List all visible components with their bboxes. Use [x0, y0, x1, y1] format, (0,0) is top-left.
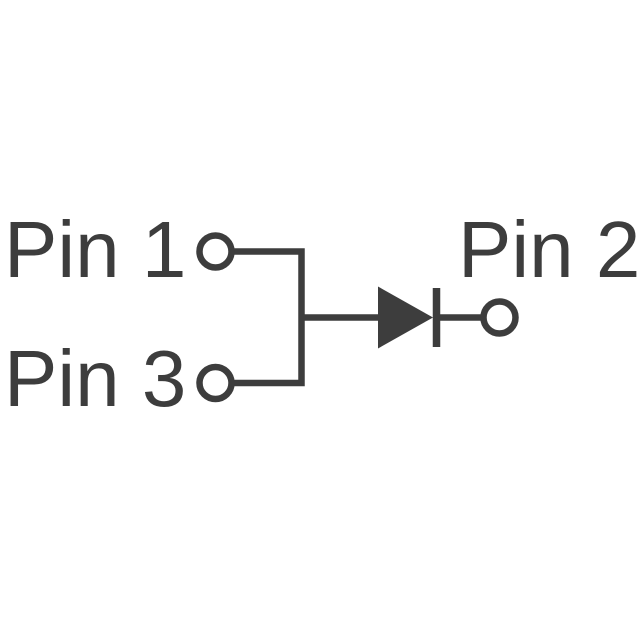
pin1-label: Pin 1: [4, 205, 186, 294]
pin2-label: Pin 2: [458, 205, 640, 294]
diode-triangle-icon: [378, 286, 433, 349]
pin2-terminal-circle-icon: [480, 298, 519, 337]
pin3-label: Pin 3: [4, 334, 186, 423]
pin3-terminal-circle-icon: [196, 363, 235, 403]
pin1-terminal-circle-icon: [196, 232, 235, 271]
input-bus-wire: [232, 248, 305, 387]
